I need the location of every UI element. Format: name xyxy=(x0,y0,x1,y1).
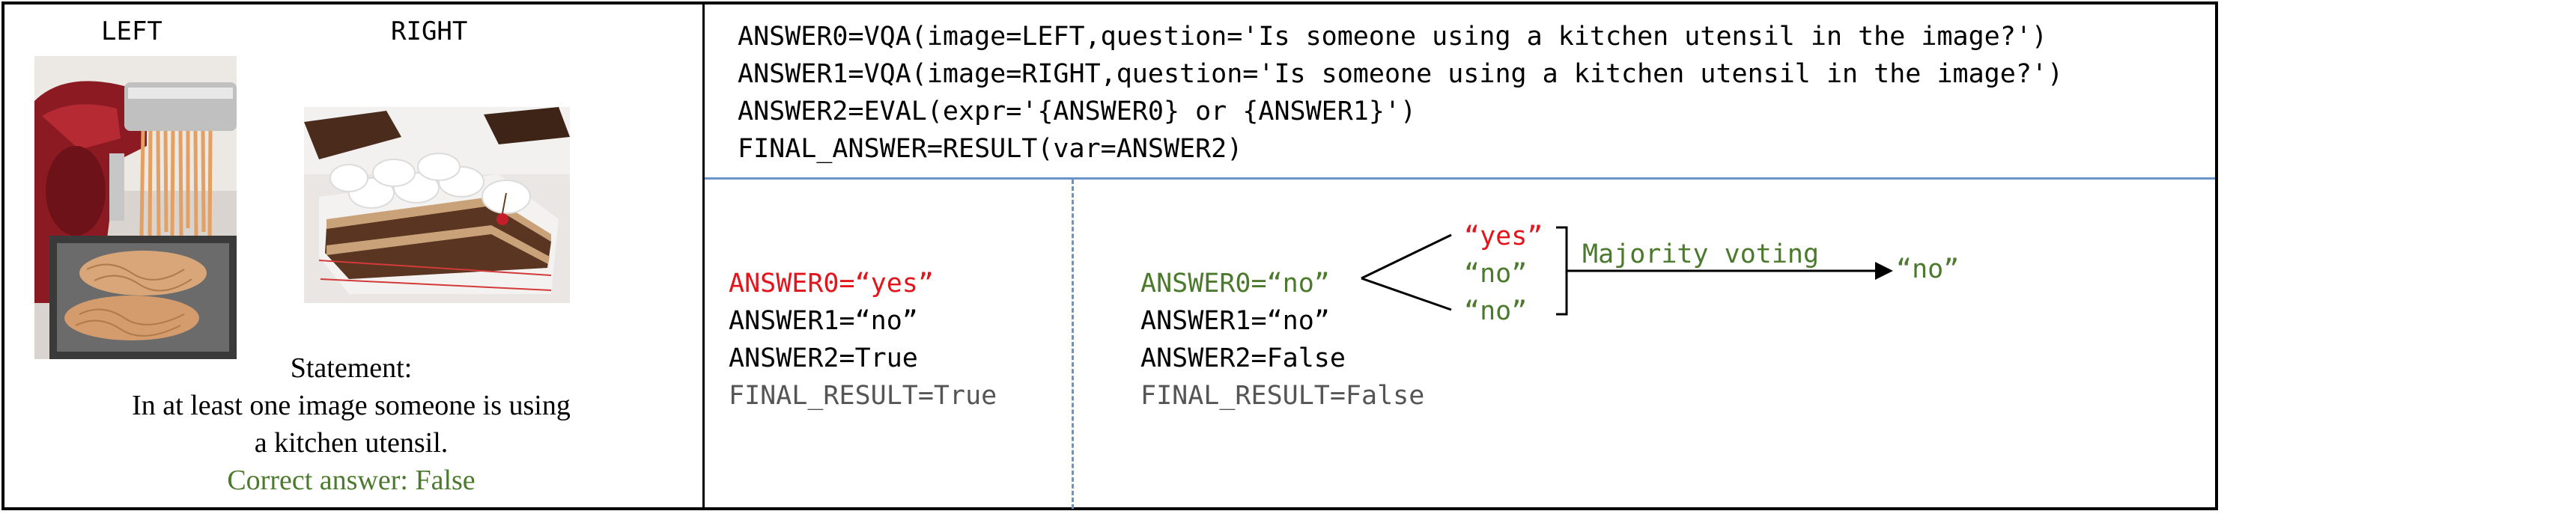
program-line-0: ANSWER0=VQA(image=LEFT,question='Is some… xyxy=(738,22,2047,52)
voting-result: “no” xyxy=(1896,254,1960,284)
right-image-label: RIGHT xyxy=(391,16,468,46)
statement-line-1: In at least one image someone is using xyxy=(132,390,571,421)
program-line-1: ANSWER1=VQA(image=RIGHT,question='Is som… xyxy=(738,59,2064,89)
vote-3: “no” xyxy=(1464,296,1528,326)
vote-branch-top xyxy=(1361,233,1452,280)
left-image-label: LEFT xyxy=(101,16,162,46)
voting-arrow-head xyxy=(1875,262,1893,280)
figure-frame xyxy=(1,1,2218,510)
statement-line-2: a kitchen utensil. xyxy=(254,427,449,459)
vote-branch-bottom xyxy=(1361,277,1452,311)
vote-1: “yes” xyxy=(1464,221,1543,251)
program-line-3: FINAL_ANSWER=RESULT(var=ANSWER2) xyxy=(738,134,1243,164)
program-line-2: ANSWER2=EVAL(expr='{ANSWER0} or {ANSWER1… xyxy=(738,97,1417,126)
correct-answer: Correct answer: False xyxy=(227,465,476,496)
run-right-answer1: ANSWER1=“no” xyxy=(1140,306,1330,336)
run-left-final: FINAL_RESULT=True xyxy=(729,381,997,411)
run-left-answer2: ANSWER2=True xyxy=(729,343,918,373)
program-divider xyxy=(705,177,2215,180)
right-image-cake xyxy=(304,107,570,303)
run-left-answer1: ANSWER1=“no” xyxy=(729,306,918,336)
statement-heading: Statement: xyxy=(290,352,413,384)
vote-2: “no” xyxy=(1464,259,1528,289)
vote-bracket xyxy=(1556,226,1568,316)
panel-divider xyxy=(702,1,705,510)
run-right-answer0: ANSWER0=“no” xyxy=(1140,269,1330,299)
run-left-answer0: ANSWER0=“yes” xyxy=(729,269,934,299)
left-image-pasta-maker xyxy=(34,56,237,359)
run-right-final: FINAL_RESULT=False xyxy=(1140,381,1425,411)
majority-voting-label: Majority voting xyxy=(1582,239,1820,269)
majority-voting-diagram xyxy=(1361,226,1893,316)
run-right-answer2: ANSWER2=False xyxy=(1140,343,1346,373)
execution-divider xyxy=(1072,180,1074,509)
